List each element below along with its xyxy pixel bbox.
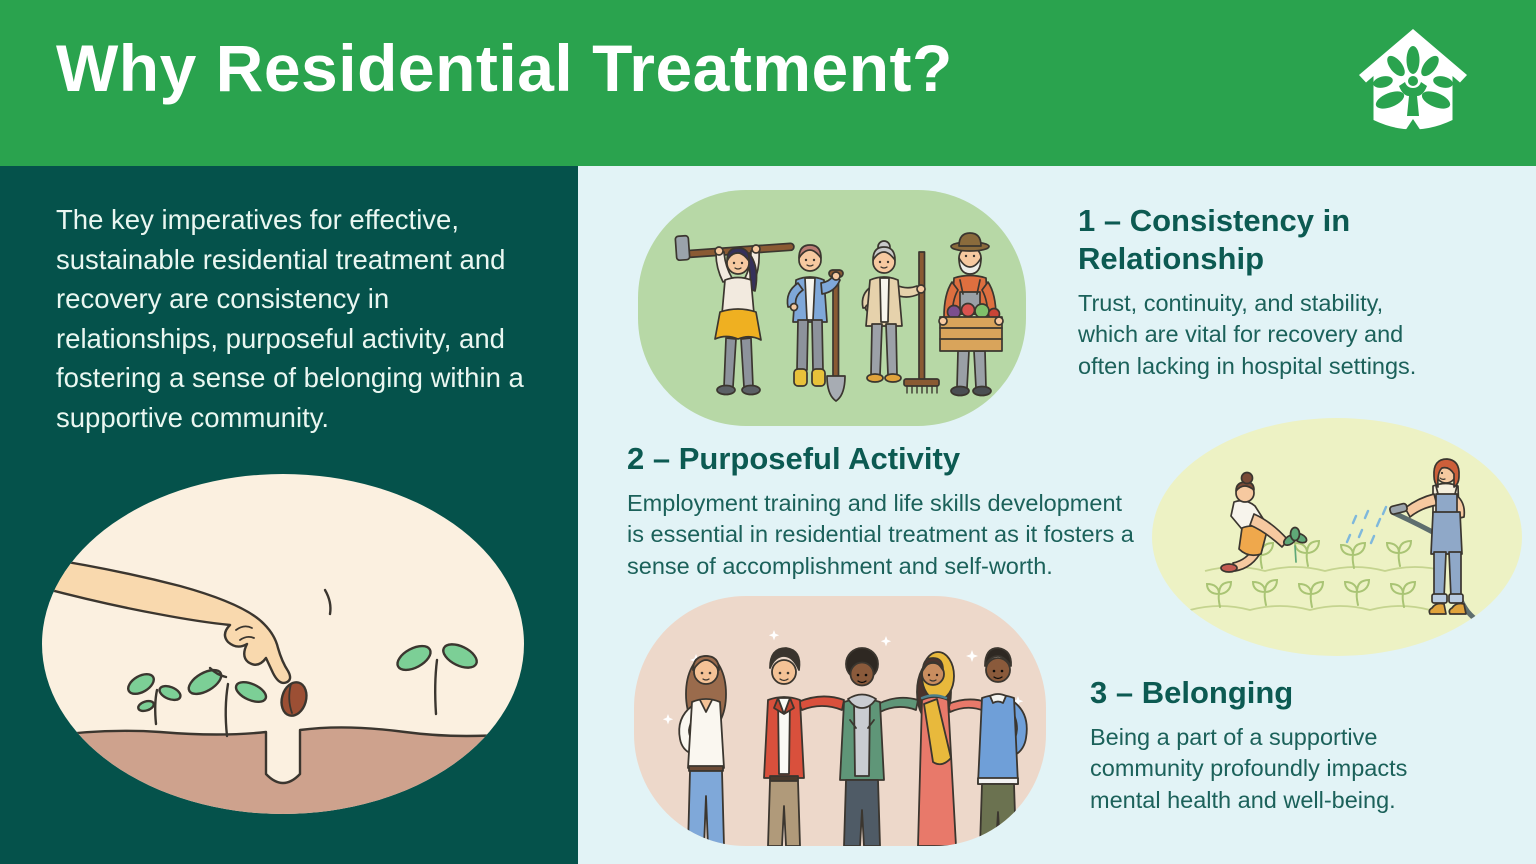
diverse-friends-illustration [634, 596, 1046, 846]
sprout-tall [396, 643, 478, 716]
friend-man-blue-sweater [977, 647, 1028, 846]
intro-sidebar: The key imperatives for effective, susta… [0, 166, 578, 864]
section-purposeful-activity: 2 – Purposeful Activity Employment train… [627, 440, 1147, 582]
gardener-elder-woman-rake [861, 240, 940, 394]
section-belonging-title: 3 – Belonging [1090, 675, 1294, 710]
hand-planting-seed-illustration [42, 474, 524, 814]
section-purposeful-activity-title: 2 – Purposeful Activity [627, 441, 961, 476]
friend-woman-blouse [678, 655, 727, 846]
main-content: 1 – Consistency in Relationship Trust, c… [578, 166, 1536, 864]
kneeling-gardener [1220, 471, 1308, 573]
hand [42, 554, 292, 685]
intro-text: The key imperatives for effective, susta… [56, 204, 524, 433]
friend-man-red-jacket [763, 647, 805, 846]
section-consistency-body: Trust, continuity, and stability, which … [1078, 289, 1417, 379]
gardener-man-shovel [786, 244, 846, 402]
section-belonging: 3 – Belonging Being a part of a supporti… [1090, 674, 1450, 816]
page-title: Why Residential Treatment? [56, 31, 953, 105]
gardening-watering-illustration [1152, 418, 1522, 656]
friend-man-green-jacket [839, 647, 885, 846]
standing-waterer [1345, 458, 1497, 631]
gardener-woman-hammer [674, 234, 795, 396]
friend-woman-sari [916, 651, 957, 846]
header-banner: Why Residential Treatment? [0, 0, 1536, 166]
sprout-small [127, 672, 182, 726]
house-tree-logo-icon [1359, 29, 1467, 134]
section-consistency-title: 1 – Consistency in Relationship [1078, 203, 1351, 276]
sprout-medium [187, 668, 268, 738]
garden-tools-group-illustration [638, 190, 1026, 426]
section-belonging-body: Being a part of a supportive community p… [1090, 723, 1408, 813]
section-consistency: 1 – Consistency in Relationship Trust, c… [1078, 202, 1430, 382]
section-purposeful-activity-body: Employment training and life skills deve… [627, 489, 1134, 579]
gardener-elder-man-crate [938, 232, 1004, 397]
